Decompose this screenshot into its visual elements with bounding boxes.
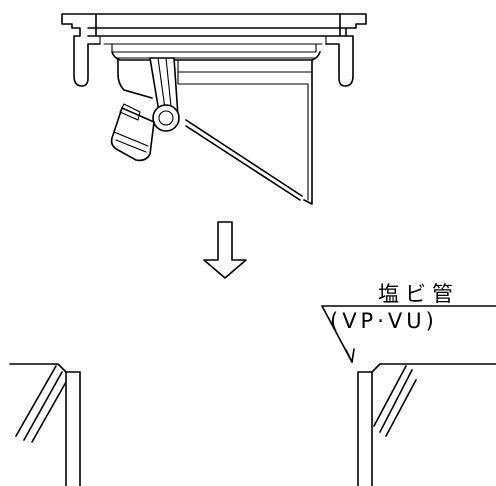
fixture-frame — [87, 13, 347, 37]
fixture-panel — [185, 119, 303, 201]
fixture-lip — [99, 35, 327, 53]
fixture-assembly — [61, 13, 367, 205]
pipe-name-label: 塩ビ管 — [378, 282, 459, 306]
pipe-left — [9, 363, 81, 486]
fixture-housing-line — [177, 59, 313, 201]
down-arrow-icon — [203, 221, 247, 279]
fixture-flange — [61, 13, 367, 87]
pipe-type-label: (VP·VU) — [330, 309, 438, 333]
pipe-left-top — [9, 363, 81, 373]
fixture-lamp-head — [110, 107, 155, 162]
fixture-knob — [152, 104, 180, 132]
pipe-right-top — [357, 363, 496, 373]
pipe-left-walls — [65, 371, 81, 486]
pipe-right-walls — [357, 371, 373, 486]
pipe-left-diagonal — [15, 365, 67, 443]
leader-arrowhead — [345, 348, 355, 363]
fixture-housing — [117, 59, 313, 205]
fixture-knob-center — [158, 110, 174, 126]
pipe-right-diagonal — [373, 365, 417, 437]
fixture-body — [111, 51, 321, 61]
pipe-right — [321, 305, 496, 486]
fixture-lamp-detail — [113, 103, 149, 153]
